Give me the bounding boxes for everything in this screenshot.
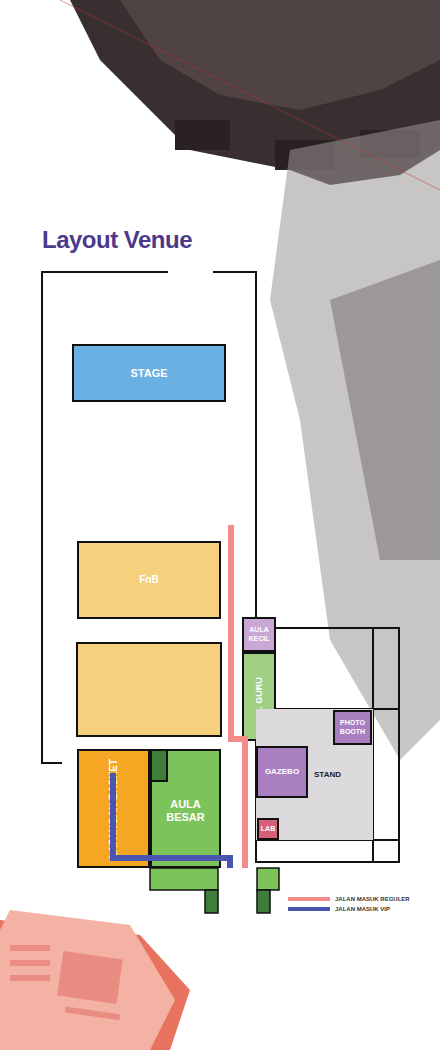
area-label: AULA KECIL <box>244 626 274 642</box>
area-label: FnB <box>139 574 158 586</box>
legend-row: JALAN MASUK VIP <box>288 906 390 912</box>
venue-area: LAB <box>257 818 279 840</box>
map-title: Layout Venue <box>42 226 192 254</box>
area-label: AULA BESAR <box>152 798 219 823</box>
legend-swatch <box>288 897 330 901</box>
venue-area: PHOTO BOOTH <box>333 710 372 745</box>
area-label: STAND <box>314 770 341 779</box>
legend-row: JALAN MASUK REGULER <box>288 896 410 902</box>
venue-area: LAPANGAN BASKET <box>77 749 150 868</box>
venue-area: AULA BESAR <box>150 749 221 868</box>
legend-text: JALAN MASUK VIP <box>335 906 390 912</box>
venue-area: STAGE <box>72 344 226 402</box>
venue-area: FnB <box>77 541 221 619</box>
area-label: GAZEBO <box>265 767 299 776</box>
area-label: STAGE <box>130 367 167 380</box>
venue-area: GAZEBO <box>256 746 308 798</box>
legend-swatch <box>288 907 330 911</box>
legend-text: JALAN MASUK REGULER <box>335 896 410 902</box>
corner-block <box>150 749 168 782</box>
area-label: LAB <box>261 825 275 833</box>
area-label: PHOTO BOOTH <box>335 719 370 735</box>
venue-area: AULA KECIL <box>242 617 276 652</box>
area-label: LAPANGAN BASKET <box>108 759 120 859</box>
